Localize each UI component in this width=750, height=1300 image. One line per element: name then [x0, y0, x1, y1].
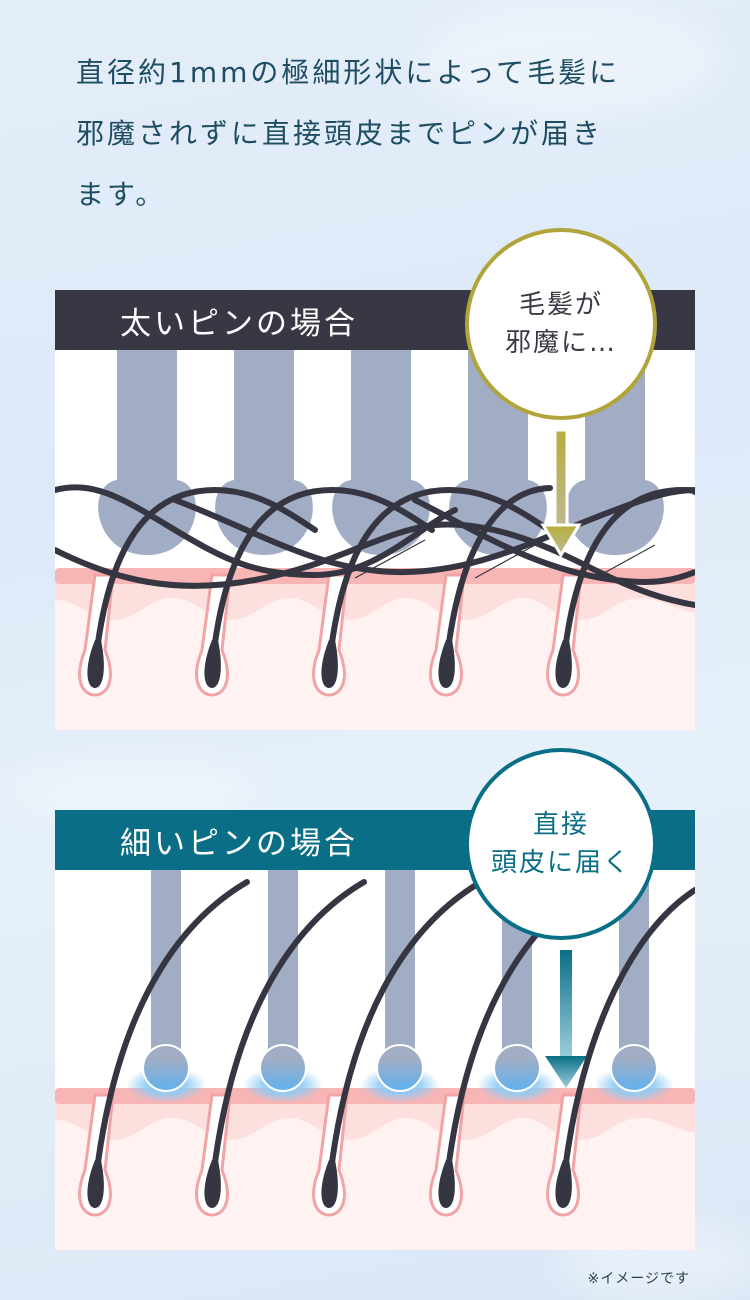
thin-pin-title: 細いピンの場合 — [120, 825, 358, 862]
intro-text: 直径約1mmの極細形状によって毛髪に 邪魔されずに直接頭皮までピンが届き ます。 — [76, 42, 696, 225]
intro-line: 直径約1mmの極細形状によって毛髪に — [76, 56, 621, 89]
thick-pin-diagram — [55, 350, 695, 730]
thick-pin-illustration — [55, 350, 695, 730]
thick-pin-callout: 毛髪が 邪魔に… — [465, 228, 657, 420]
arrow-down-icon — [545, 950, 587, 1088]
arrow-down-icon — [540, 428, 582, 558]
thick-pin-panel: 太いピンの場合 — [55, 228, 695, 730]
thick-pin-title: 太いピンの場合 — [120, 305, 358, 342]
thin-pins — [126, 870, 674, 1103]
thin-pin-panel: 細いピンの場合 — [55, 748, 695, 1250]
callout-line: 頭皮に届く — [490, 848, 631, 878]
callout-line: 邪魔に… — [504, 328, 617, 358]
thin-pin-illustration — [55, 870, 695, 1250]
thin-pin-callout: 直接 頭皮に届く — [465, 748, 657, 940]
tangled-hairs — [55, 484, 695, 653]
callout-line: 直接 — [532, 810, 589, 840]
intro-line: ます。 — [76, 178, 167, 211]
background-highlight — [420, 0, 720, 120]
thin-pin-diagram — [55, 870, 695, 1250]
image-disclaimer: ※イメージです — [587, 1271, 690, 1287]
callout-line: 毛髪が — [518, 290, 603, 320]
intro-line: 邪魔されずに直接頭皮までピンが届き — [76, 117, 604, 150]
